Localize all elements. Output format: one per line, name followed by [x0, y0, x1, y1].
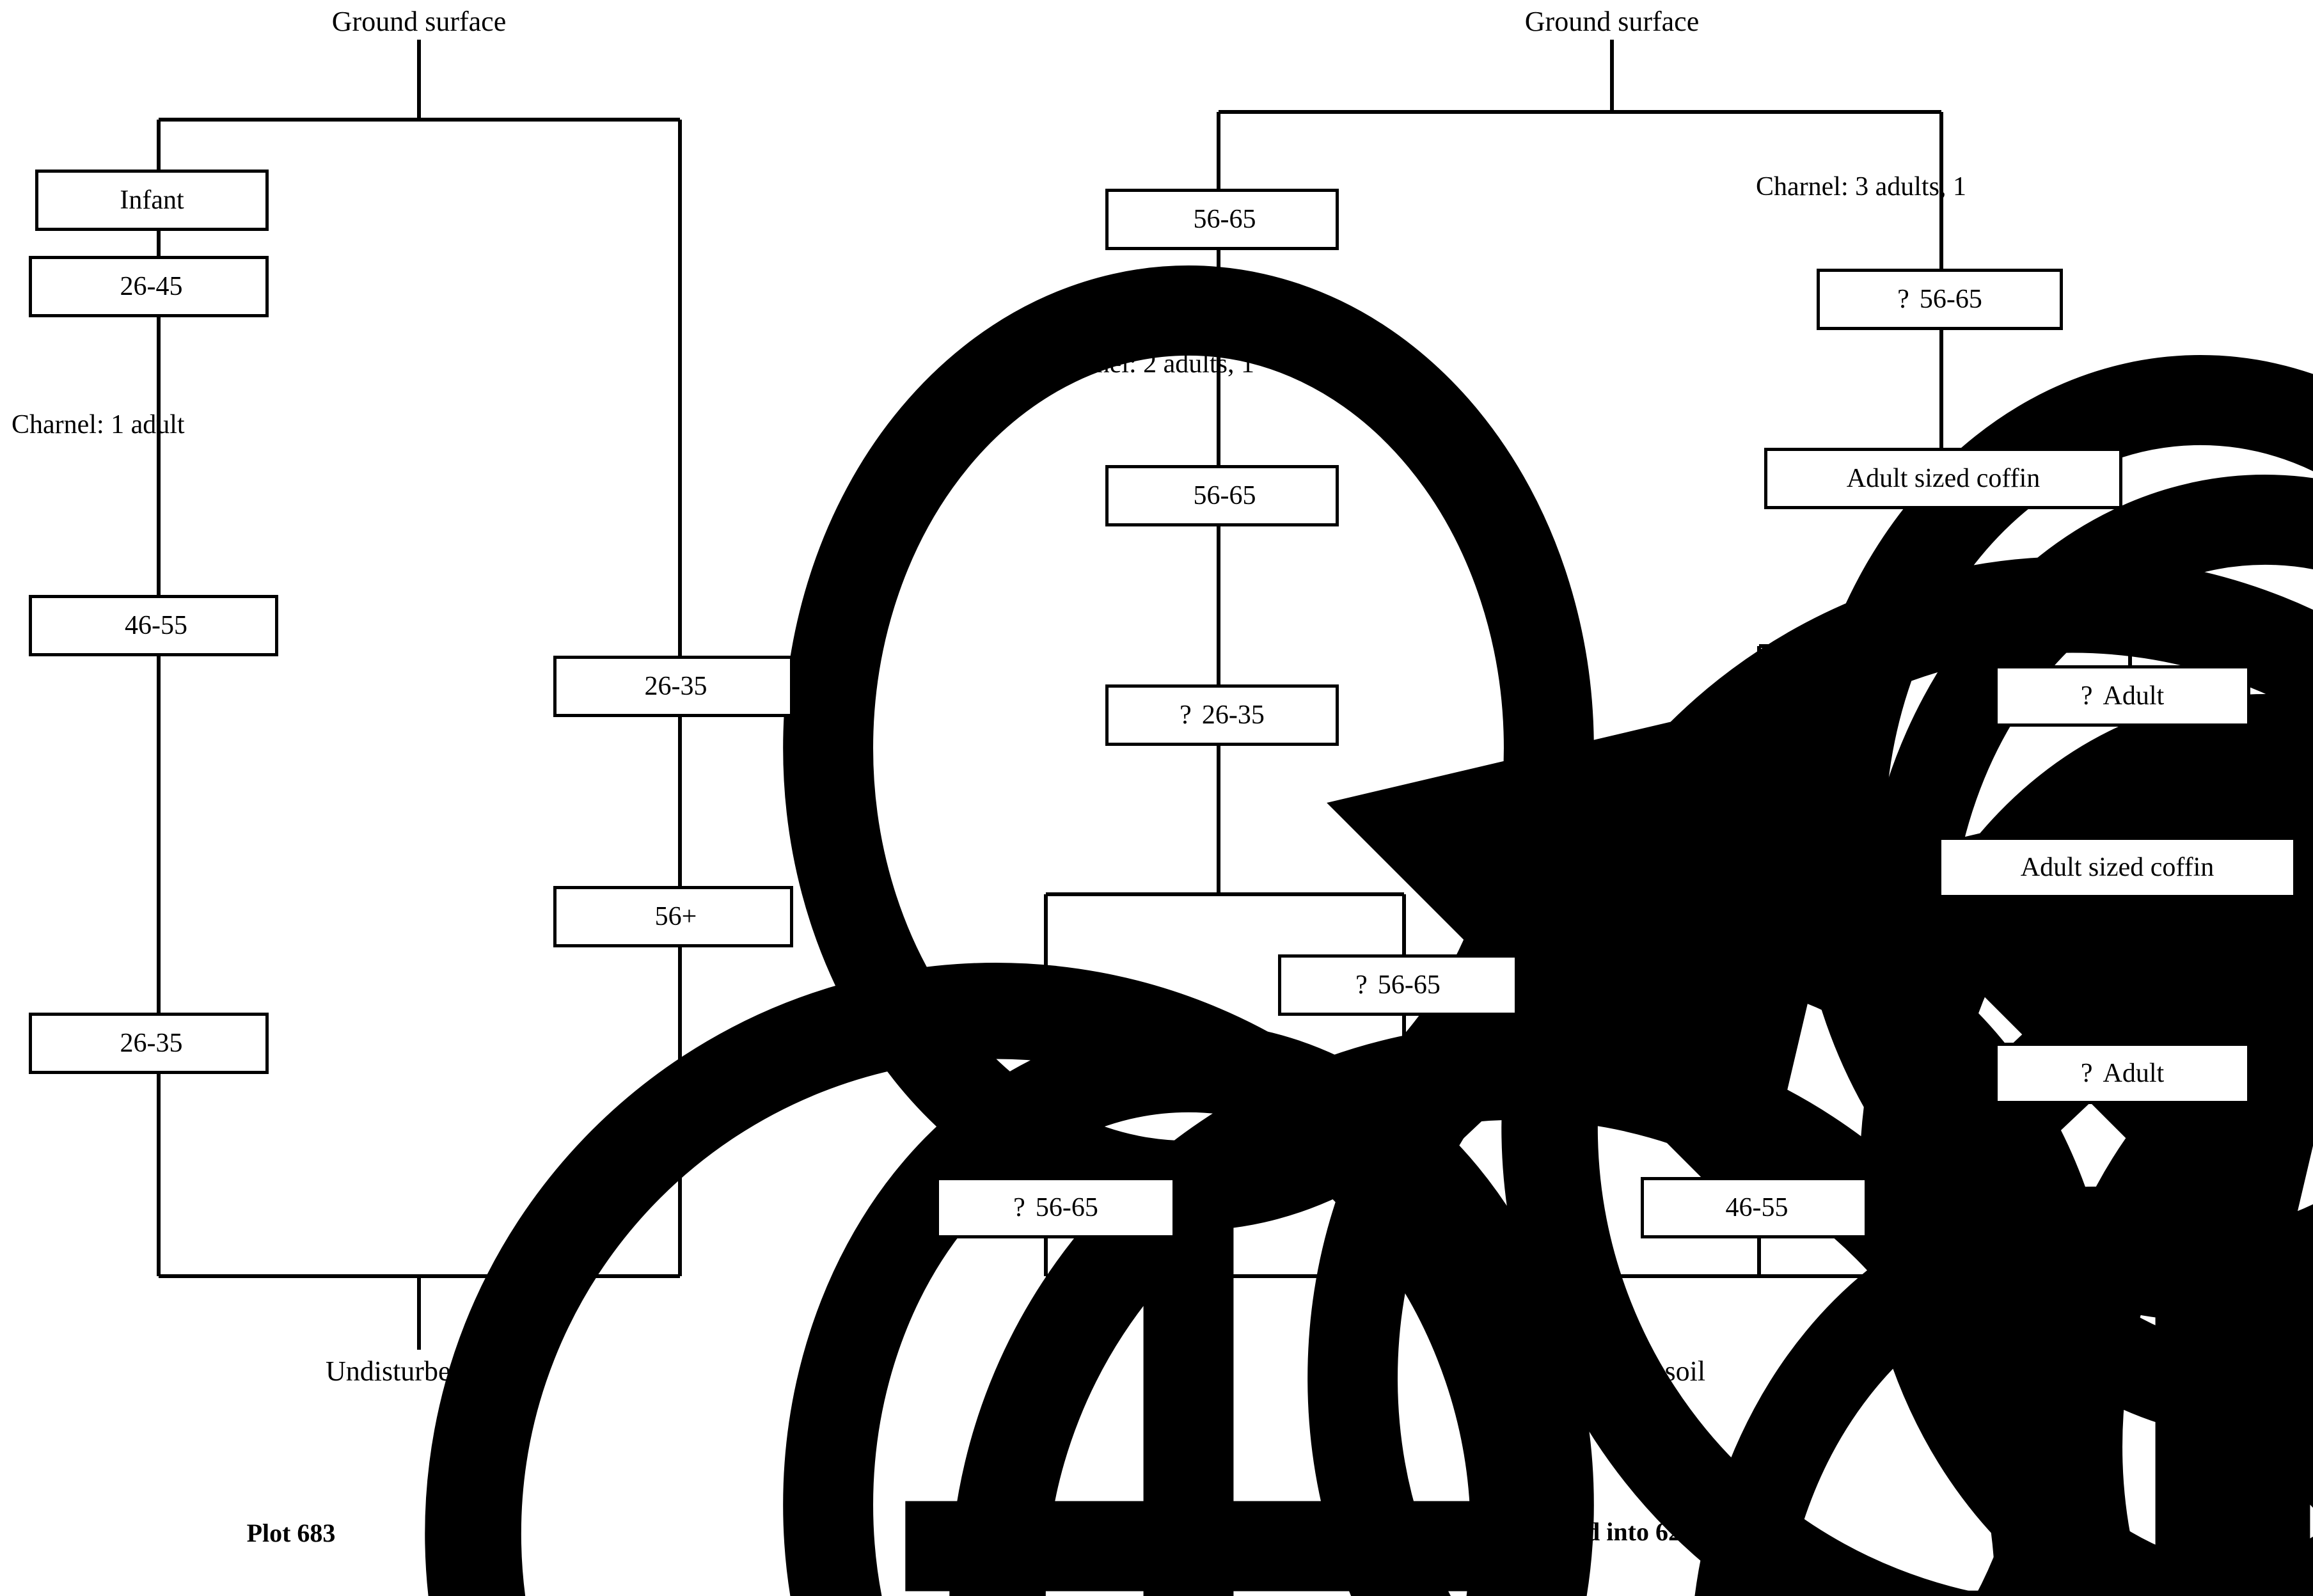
female-glyph [2032, 987, 2313, 1596]
age-label: 26-45 [120, 272, 183, 301]
uncertain-marker: ? [1180, 700, 1192, 730]
caption-plot-683: Plot 683 [163, 1516, 419, 1551]
caption-plot-621: Plot 621 (later divided into 621A and 62… [1228, 1515, 1842, 1584]
annotation-text: Charnel: 1 adult [12, 410, 185, 439]
node-label: 26-35 [115, 1022, 1594, 1596]
node-male-26-35-683: 26-35 [553, 656, 2313, 1596]
node-label: Adult sized coffin [1847, 463, 2041, 494]
age-label: Adult sized coffin [1846, 464, 2041, 493]
female-glyph [1859, 694, 2313, 1596]
node-uncertain-male-adult-upper-621: ? Adult [1994, 665, 2250, 727]
age-label: 56-65 [1377, 970, 1441, 1000]
uncertain-marker: ? [1355, 970, 1368, 1000]
uncertain-marker: ? [1897, 285, 1909, 314]
node-uncertain-female-56-65-mid-621: ? 56-65 [1278, 954, 2313, 1596]
node-adult-coffin-lower-621: Adult sized coffin [1938, 837, 2296, 898]
annotation-text: Charnel: 2 adults, 1 [1044, 349, 1254, 379]
age-label: 26-35 [1201, 700, 1265, 730]
node-uncertain-male-adult-lower-621: ? Adult [1994, 1043, 2250, 1104]
node-label: 56-65 [1188, 204, 2313, 1596]
node-male-56-65-621: 56-65 [1105, 189, 2313, 1596]
node-female-56plus-683: 56+ [553, 886, 2119, 1596]
node-label: Infant [120, 185, 184, 216]
annotation-charnel-2-adults-621: Charnel: 2 adults, 1 [1044, 349, 2313, 1596]
age-label: 46-55 [1725, 1193, 1788, 1222]
node-label: 26-35 [640, 671, 2313, 1596]
caption-line: Plot 683 [246, 1519, 336, 1547]
caption-line: and 621) [1488, 1552, 1583, 1581]
node-label: ? 56-65 [1355, 970, 2313, 1596]
ground-surface-label-621: Ground surface [1524, 6, 1700, 37]
annotation-charnel-1-adult-683: Charnel: 1 adult [12, 409, 185, 440]
node-uncertain-female-56-65-right-621: ? 56-65 [1817, 269, 2063, 330]
node-label: ? Adult [2081, 1058, 2164, 1089]
female-glyph [783, 1022, 1594, 1596]
age-label: Adult sized coffin [2020, 853, 2214, 882]
caption-line: Plot 621 (later divided into 621A [1358, 1517, 1712, 1546]
age-label: 56-65 [1193, 481, 1256, 510]
undisturbed-soil-label-683: Undisturbed soil [325, 1355, 513, 1387]
node-label: 26-45 [115, 265, 1594, 1596]
node-label: Adult sized coffin [2021, 852, 2214, 883]
age-label: 26-35 [644, 672, 707, 701]
node-label: 56+ [650, 896, 2119, 1596]
age-label: Adult [2103, 1059, 2165, 1088]
age-label: 56-65 [1193, 205, 1256, 234]
female-glyph [1694, 1187, 2313, 1596]
uncertain-marker: ? [2080, 1059, 2093, 1088]
node-infant-683: Infant [35, 170, 269, 231]
annotation-charnel-3-adults-621: Charnel: 3 adults, 1 [1756, 171, 2313, 1508]
uncertain-marker: ? [1013, 1193, 1025, 1222]
age-label: 56+ [654, 902, 697, 931]
node-label: ? 56-65 [1013, 1187, 2313, 1596]
node-uncertain-female-56-65-bottom-621: ? 56-65 [936, 1177, 2313, 1596]
age-label: Infant [120, 186, 184, 215]
age-label: 56-65 [1035, 1193, 1098, 1222]
node-label: 46-55 [1721, 1192, 1788, 1223]
node-label: ? 56-65 [1897, 284, 1982, 315]
age-label: 26-35 [120, 1029, 183, 1058]
node-female-56-65-621: 56-65 [1105, 465, 2313, 1596]
male-glyph [2149, 706, 2313, 1508]
node-female-26-35-683: 26-35 [29, 1013, 1594, 1596]
age-label: 46-55 [125, 611, 187, 640]
age-label: Adult [2103, 681, 2165, 711]
node-label: ? 26-35 [1180, 694, 2313, 1596]
node-label: 56-65 [1188, 475, 2313, 1596]
node-uncertain-female-26-35-621: ? 26-35 [1105, 684, 2313, 1596]
node-male-46-55-683: 46-55 [29, 595, 1886, 1596]
node-female-26-45-683: 26-45 [29, 256, 1594, 1596]
node-label: ? Adult [2081, 681, 2164, 711]
ground-surface-label-683: Ground surface [331, 6, 507, 37]
male-glyph [1998, 1046, 2313, 1596]
annotation-text: Charnel: 3 adults, 1 [1756, 172, 1966, 201]
undisturbed-soil-label-621: Undisturbed soil [1518, 1355, 1706, 1387]
uncertain-marker: ? [2080, 681, 2093, 711]
node-male-46-55-621: 46-55 [1641, 1177, 1868, 1238]
node-label: 46-55 [120, 610, 1886, 1596]
node-adult-coffin-upper-621: Adult sized coffin [1764, 448, 2122, 509]
age-label: 56-65 [1919, 285, 1982, 314]
